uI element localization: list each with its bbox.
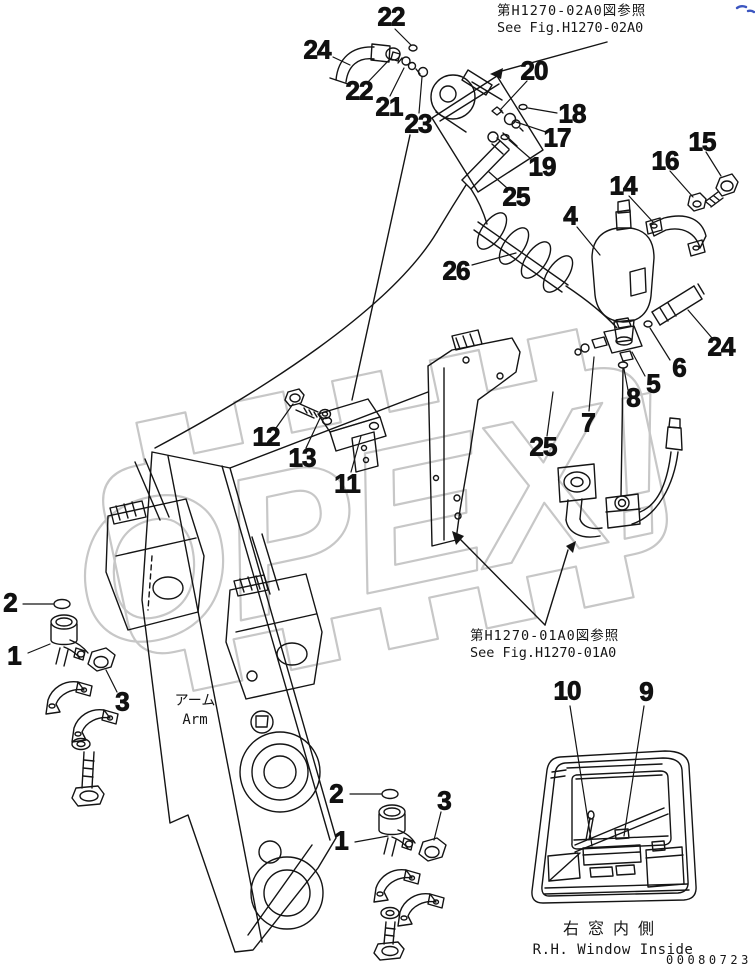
callout-7: 7 [581,407,596,438]
callout-1-bottom: 1 [334,825,349,856]
accumulator-drawing [591,199,655,346]
callout-18: 18 [558,98,587,129]
callout-24-top: 24 [303,34,332,65]
fig-reference-mid-en: See Fig.H1270-01A0 [470,645,617,661]
callout-9: 9 [639,676,654,707]
gear-outline [102,328,668,692]
solenoid-valve-drawing [430,69,544,193]
bolt-15-nut-16 [687,173,739,212]
hose-24-right [651,283,705,326]
fittings-22-21-23 [390,44,429,78]
fig-reference-mid-jp: 第H1270-01A0図参照 [470,628,620,644]
callout-22-top: 22 [377,1,406,32]
mounting-bracket-drawing [427,329,521,547]
callout-2-left: 2 [3,587,18,618]
callout-22-fitting: 22 [345,75,374,106]
cab-window-drawing [531,750,697,904]
window-inside-label-en: R.H. Window Inside [532,942,694,958]
arm-drawing [141,451,337,953]
hose-assembly-lower-right [557,417,683,538]
callout-5: 5 [646,368,661,399]
callout-8: 8 [626,382,641,413]
callout-16: 16 [651,145,680,176]
callout-2-bottom: 2 [329,778,344,809]
callout-26: 26 [442,255,471,286]
arm-label: アーム Arm [160,692,230,730]
reference-arrows [452,41,608,626]
callout-19: 19 [528,151,557,182]
callout-13: 13 [288,442,317,473]
corner-mark [735,5,755,14]
fig-reference-top-jp: 第H1270-02A0図参照 [497,3,647,19]
callout-4: 4 [563,200,578,231]
callout-3-bottom: 3 [437,785,452,816]
window-inside-label-jp: 右窓内側 [562,919,663,938]
callout-20: 20 [520,55,549,86]
callout-6: 6 [672,352,687,383]
callout-10: 10 [553,675,582,706]
fitting-group-left [45,598,119,807]
tee-fitting-5 [574,317,653,497]
callout-11: 11 [334,468,361,499]
callout-17: 17 [543,122,572,153]
clamp-strap-14 [645,215,707,257]
callout-25-lower: 25 [529,431,558,462]
fig-reference-top: 第H1270-02A0図参照 See Fig.H1270-02A0 [497,3,646,37]
callout-25-upper: 25 [502,181,531,212]
fig-reference-top-en: See Fig.H1270-02A0 [497,20,644,36]
arm-cylinder-blocks [105,391,429,700]
leader-lines [22,28,722,847]
spiral-hose-guard-26 [473,212,618,329]
callout-14: 14 [609,170,638,201]
hose-25-upper [154,132,518,449]
arm-label-en: Arm [182,712,208,728]
callout-24-hose: 24 [707,331,736,362]
document-number: 00080723 [666,953,752,967]
arm-label-jp: アーム [174,693,216,709]
fig-reference-mid: 第H1270-01A0図参照 See Fig.H1270-01A0 [470,628,619,662]
window-inside-label: 右窓内側 R.H. Window Inside [524,915,702,958]
callout-23: 23 [404,108,433,139]
callout-12: 12 [252,421,281,452]
callout-21: 21 [375,91,404,122]
callout-1-left: 1 [7,640,22,671]
callout-3-left: 3 [115,686,130,717]
callout-15: 15 [688,126,717,157]
bracket-11-drawing [284,134,411,473]
fitting-group-bottom [373,788,447,961]
